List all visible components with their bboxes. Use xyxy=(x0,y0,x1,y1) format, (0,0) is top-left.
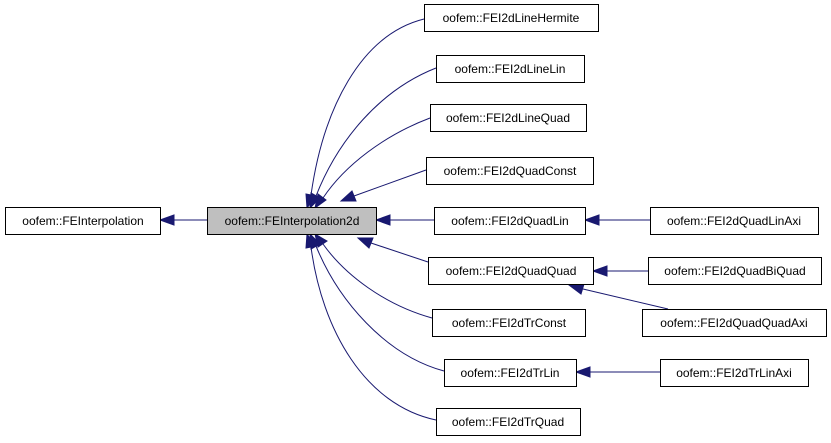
edge-arrowhead xyxy=(591,265,608,277)
node-fei2d-tr-quad[interactable]: oofem::FEI2dTrQuad xyxy=(436,408,581,436)
node-fei2d-quad-quad-axi[interactable]: oofem::FEI2dQuadQuadAxi xyxy=(642,309,827,337)
node-label: oofem::FEI2dTrConst xyxy=(452,316,567,330)
edge-arrowhead xyxy=(374,214,391,226)
node-label: oofem::FEI2dTrQuad xyxy=(452,415,564,429)
node-fei2d-tr-lin-axi[interactable]: oofem::FEI2dTrLinAxi xyxy=(660,359,809,387)
inheritance-edges xyxy=(158,18,669,421)
edge-arrowhead xyxy=(158,214,175,226)
edge-arrowhead xyxy=(339,190,357,202)
edge-fei2d-quad-quad-axi xyxy=(582,288,669,310)
edge-arrowhead xyxy=(567,283,585,295)
node-fei2d-quad-quad[interactable]: oofem::FEI2dQuadQuad xyxy=(428,257,594,285)
node-label: oofem::FEI2dQuadQuad xyxy=(446,264,577,278)
edge-arrowhead xyxy=(574,366,591,378)
node-fei2d-line-quad[interactable]: oofem::FEI2dLineQuad xyxy=(430,104,587,132)
node-label: oofem::FEInterpolation xyxy=(22,214,143,228)
edge-fei2d-line-quad xyxy=(322,117,431,199)
edge-fei2d-line-lin xyxy=(315,67,437,197)
node-label: oofem::FEI2dLineHermite xyxy=(443,11,580,25)
node-label: oofem::FEI2dQuadQuadAxi xyxy=(660,316,807,330)
class-nodes: oofem::FEInterpolation oofem::FEInterpol… xyxy=(5,4,827,436)
node-fei2d-line-hermite[interactable]: oofem::FEI2dLineHermite xyxy=(424,4,599,32)
node-fei2d-tr-const[interactable]: oofem::FEI2dTrConst xyxy=(432,309,586,337)
node-label: oofem::FEI2dTrLin xyxy=(461,366,560,380)
node-fei2d-quad-bi-quad[interactable]: oofem::FEI2dQuadBiQuad xyxy=(648,257,822,285)
edge-arrowhead xyxy=(356,237,374,249)
node-label: oofem::FEI2dQuadBiQuad xyxy=(664,264,805,278)
node-label: oofem::FEI2dQuadConst xyxy=(444,164,577,178)
edge-arrowhead xyxy=(583,214,600,226)
edge-fei2d-tr-const xyxy=(322,243,433,319)
node-label: oofem::FEI2dQuadLin xyxy=(451,214,568,228)
edge-fei2d-tr-lin xyxy=(315,245,445,372)
node-fei2d-quad-lin-axi[interactable]: oofem::FEI2dQuadLinAxi xyxy=(650,207,819,235)
edge-fei2d-line-hermite xyxy=(310,18,425,196)
node-fei2d-tr-lin[interactable]: oofem::FEI2dTrLin xyxy=(444,359,577,387)
node-fei2d-quad-const[interactable]: oofem::FEI2dQuadConst xyxy=(426,157,594,185)
node-label: oofem::FEInterpolation2d xyxy=(225,214,360,228)
edge-fei2d-tr-quad xyxy=(310,246,437,421)
node-label: oofem::FEI2dQuadLinAxi xyxy=(667,214,801,228)
edge-arrowhead xyxy=(314,193,327,210)
edge-arrowhead xyxy=(305,232,317,249)
node-fe-interpolation[interactable]: oofem::FEInterpolation xyxy=(5,207,161,235)
node-label: oofem::FEI2dTrLinAxi xyxy=(676,366,792,380)
node-fei2d-quad-lin[interactable]: oofem::FEI2dQuadLin xyxy=(434,207,586,235)
node-fei2d-line-lin[interactable]: oofem::FEI2dLineLin xyxy=(436,55,585,83)
edge-fei2d-quad-quad xyxy=(370,242,429,263)
edge-fei2d-quad-const xyxy=(353,169,427,197)
node-label: oofem::FEI2dLineQuad xyxy=(446,111,570,125)
node-fe-interpolation-2d[interactable]: oofem::FEInterpolation2d xyxy=(207,207,377,235)
node-label: oofem::FEI2dLineLin xyxy=(455,62,566,76)
